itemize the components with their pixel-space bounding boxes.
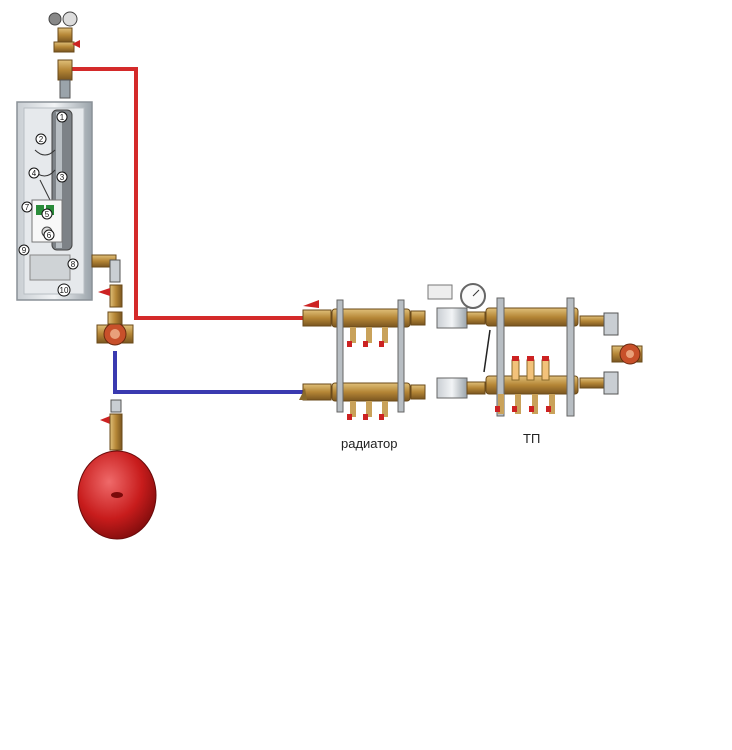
return-pipe	[113, 351, 305, 394]
svg-text:7: 7	[25, 203, 30, 212]
svg-text:6: 6	[47, 231, 52, 240]
svg-text:8: 8	[71, 260, 76, 269]
boiler-marker: 6	[43, 229, 55, 241]
svg-text:2: 2	[39, 135, 44, 144]
boiler-marker: 7	[21, 201, 33, 213]
svg-text:9: 9	[22, 246, 27, 255]
underfloor-pump-icon	[611, 343, 643, 365]
radiator-manifold	[299, 299, 426, 420]
boiler-markers: 1 2 3 4 5 6 7 8	[18, 111, 79, 297]
boiler-marker: 4	[28, 167, 40, 179]
ball-valve-boiler	[98, 284, 123, 308]
circulation-pump-icon	[96, 311, 134, 346]
supply-inlet-valve	[302, 300, 332, 327]
mixing-valve-group	[427, 283, 486, 399]
safety-group	[48, 11, 80, 99]
svg-text:1: 1	[60, 113, 65, 122]
expansion-tank-icon	[77, 450, 157, 540]
expansion-tank-group	[100, 399, 123, 451]
boiler-marker: 1	[56, 111, 68, 123]
radiator-label: радиатор	[341, 436, 398, 451]
flow-meters	[511, 356, 550, 381]
return-inlet-filter	[299, 383, 332, 401]
underfloor-manifold	[483, 297, 619, 417]
boiler-marker: 2	[35, 133, 47, 145]
supply-pipe	[70, 67, 305, 320]
boiler-marker: 8	[67, 258, 79, 270]
boiler-marker: 5	[41, 208, 53, 220]
boiler-marker: 10	[57, 283, 71, 297]
underfloor-outlets	[495, 394, 555, 414]
svg-text:10: 10	[60, 286, 69, 295]
svg-text:4: 4	[32, 169, 37, 178]
svg-text:3: 3	[60, 173, 65, 182]
boiler-marker: 9	[18, 244, 30, 256]
supply-outlets	[347, 327, 388, 347]
return-outlets	[347, 401, 388, 420]
underfloor-label: ТП	[523, 431, 541, 446]
boiler-marker: 3	[56, 171, 68, 183]
svg-text:5: 5	[45, 210, 50, 219]
electric-boiler-icon	[16, 101, 121, 301]
